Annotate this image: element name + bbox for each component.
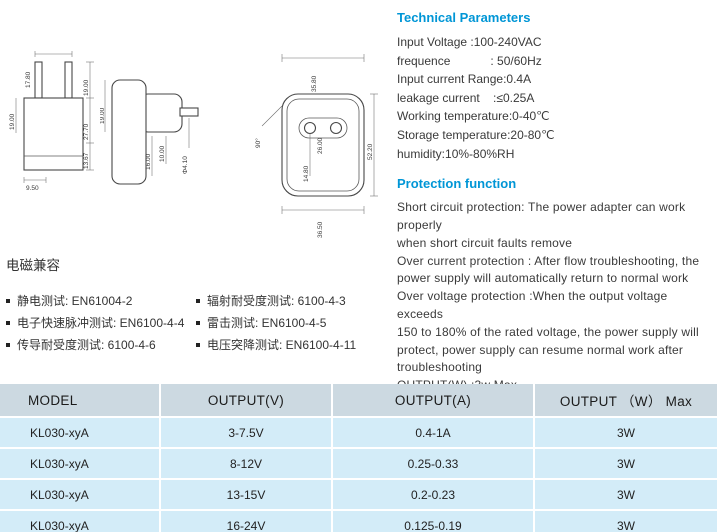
protection-line: Over voltage protection :When the output…: [397, 289, 668, 321]
emc-item-label: 静电测试: EN61004-2: [17, 294, 133, 308]
protection-line: Over current protection : After flow tro…: [397, 253, 700, 268]
emc-item: 雷击测试: EN6100-4-5: [196, 312, 356, 334]
plug-front-view-drawing: 17.80 19.00 19.00 27.70 13.67 9.50: [9, 51, 94, 192]
adapter-face-dimensions: 35.80 26.00 14.80 36.50 52.20 90°: [254, 54, 378, 238]
cell-output-v: 3-7.5V: [161, 418, 331, 447]
cell-output-a: 0.4-1A: [333, 418, 533, 447]
emc-item-label: 传导耐受度测试: 6100-4-6: [17, 338, 156, 352]
spec-line: Input current Range:0.4A: [397, 72, 532, 87]
cell-model: KL030-xyA: [0, 418, 159, 447]
emc-section: 电磁兼容 静电测试: EN61004-2 电子快速脉冲测试: EN6100-4-…: [6, 254, 391, 356]
dim-label: 16.00: [145, 153, 152, 170]
protection-line: 150 to 180% of the rated voltage, the po…: [397, 324, 699, 339]
cell-output-w: 3W: [535, 449, 717, 478]
dim-label: 90°: [254, 138, 262, 148]
protection-line: when short circuit faults remove: [397, 235, 573, 250]
dim-label: 14.80: [303, 165, 310, 182]
table-row: KL030-xyA 8-12V 0.25-0.33 3W: [0, 449, 717, 478]
cell-output-a: 0.25-0.33: [333, 449, 533, 478]
emc-item: 电压突降测试: EN6100-4-11: [196, 334, 356, 356]
bullet-square-icon: [196, 343, 200, 347]
col-header-output-a: OUTPUT(A): [333, 384, 533, 416]
emc-title: 电磁兼容: [6, 258, 60, 273]
emc-item: 传导耐受度测试: 6100-4-6: [6, 334, 196, 356]
plug-front-dimensions: 17.80 19.00 19.00 27.70 13.67 9.50: [9, 51, 94, 192]
protection-line: protect, power supply can resume normal …: [397, 342, 684, 357]
emc-item-label: 电子快速脉冲测试: EN6100-4-4: [17, 316, 185, 330]
plug-front-outline: [23, 61, 84, 171]
protection-line: Short circuit protection: The power adap…: [397, 200, 686, 232]
spec-line: humidity:10%-80%RH: [397, 146, 515, 161]
output-table: MODEL OUTPUT(V) OUTPUT(A) OUTPUT （W） Max…: [0, 384, 717, 532]
spec-line: Input Voltage :100-240VAC: [397, 35, 542, 49]
emc-item: 辐射耐受度测试: 6100-4-3: [196, 290, 356, 312]
emc-column-left: 静电测试: EN61004-2 电子快速脉冲测试: EN6100-4-4 传导耐…: [6, 290, 196, 356]
plug-side-view-drawing: 19.00 16.00 10.00 Φ4.10: [100, 79, 199, 185]
table-row: KL030-xyA 16-24V 0.125-0.19 3W: [0, 511, 717, 532]
right-text-column: Technical Parameters Input Voltage :100-…: [397, 10, 715, 395]
technical-parameters-list: Input Voltage :100-240VAC frequence : 50…: [397, 33, 715, 163]
col-header-output-v: OUTPUT(V): [161, 384, 331, 416]
emc-item-label: 辐射耐受度测试: 6100-4-3: [207, 294, 346, 308]
emc-item: 电子快速脉冲测试: EN6100-4-4: [6, 312, 196, 334]
adapter-face-outline: [281, 93, 365, 197]
spec-line: Working temperature:0-40℃: [397, 109, 550, 124]
dim-label: Φ4.10: [182, 156, 189, 174]
table-header-row: MODEL OUTPUT(V) OUTPUT(A) OUTPUT （W） Max: [0, 384, 717, 416]
col-header-output-w: OUTPUT （W） Max: [535, 384, 717, 416]
emc-item-label: 电压突降测试: EN6100-4-11: [207, 338, 357, 352]
dim-label: 17.80: [25, 71, 32, 88]
bullet-square-icon: [6, 343, 10, 347]
dim-label: 35.80: [311, 75, 318, 92]
dim-label: 13.67: [83, 152, 90, 169]
cell-output-a: 0.2-0.23: [333, 480, 533, 509]
protection-line: power supply will automatically return t…: [397, 271, 689, 286]
dim-label: 52.20: [367, 143, 374, 160]
cell-model: KL030-xyA: [0, 480, 159, 509]
adapter-face-view-drawing: 35.80 26.00 14.80 36.50 52.20 90°: [254, 54, 378, 238]
dim-label: 19.00: [100, 107, 106, 124]
plug-side-outline: [111, 79, 199, 185]
spec-line: leakage current :≤0.25A: [397, 90, 535, 105]
protection-line: troubleshooting: [397, 360, 483, 375]
dim-label: 19.00: [83, 79, 90, 96]
cell-output-v: 16-24V: [161, 511, 331, 532]
dim-label: 19.00: [9, 113, 16, 130]
cell-output-v: 13-15V: [161, 480, 331, 509]
bullet-square-icon: [196, 299, 200, 303]
cell-model: KL030-xyA: [0, 449, 159, 478]
dim-label: 27.70: [83, 123, 90, 140]
plug-side-dimensions: 19.00 16.00 10.00 Φ4.10: [100, 80, 190, 176]
col-header-model: MODEL: [0, 384, 159, 416]
cell-output-v: 8-12V: [161, 449, 331, 478]
bullet-square-icon: [6, 321, 10, 325]
cell-model: KL030-xyA: [0, 511, 159, 532]
dim-label: 9.50: [26, 185, 39, 192]
protection-function-title: Protection function: [397, 176, 517, 192]
dim-label: 26.00: [317, 137, 324, 154]
cell-output-w: 3W: [535, 480, 717, 509]
bullet-square-icon: [196, 321, 200, 325]
bullet-square-icon: [6, 299, 10, 303]
spec-line: Storage temperature:20-80℃: [397, 127, 555, 142]
emc-column-right: 辐射耐受度测试: 6100-4-3 雷击测试: EN6100-4-5 电压突降测…: [196, 290, 356, 356]
cell-output-w: 3W: [535, 418, 717, 447]
dim-label: 36.50: [317, 221, 324, 238]
emc-item: 静电测试: EN61004-2: [6, 290, 196, 312]
emc-item-label: 雷击测试: EN6100-4-5: [207, 316, 327, 330]
cell-output-w: 3W: [535, 511, 717, 532]
table-row: KL030-xyA 3-7.5V 0.4-1A 3W: [0, 418, 717, 447]
protection-function-section: Protection function Short circuit protec…: [397, 176, 715, 395]
technical-parameters-title: Technical Parameters: [397, 10, 531, 25]
emc-columns: 静电测试: EN61004-2 电子快速脉冲测试: EN6100-4-4 传导耐…: [6, 290, 391, 356]
cell-output-a: 0.125-0.19: [333, 511, 533, 532]
table-row: KL030-xyA 13-15V 0.2-0.23 3W: [0, 480, 717, 509]
dim-label: 10.00: [159, 145, 166, 162]
spec-line: frequence : 50/60Hz: [397, 53, 542, 68]
